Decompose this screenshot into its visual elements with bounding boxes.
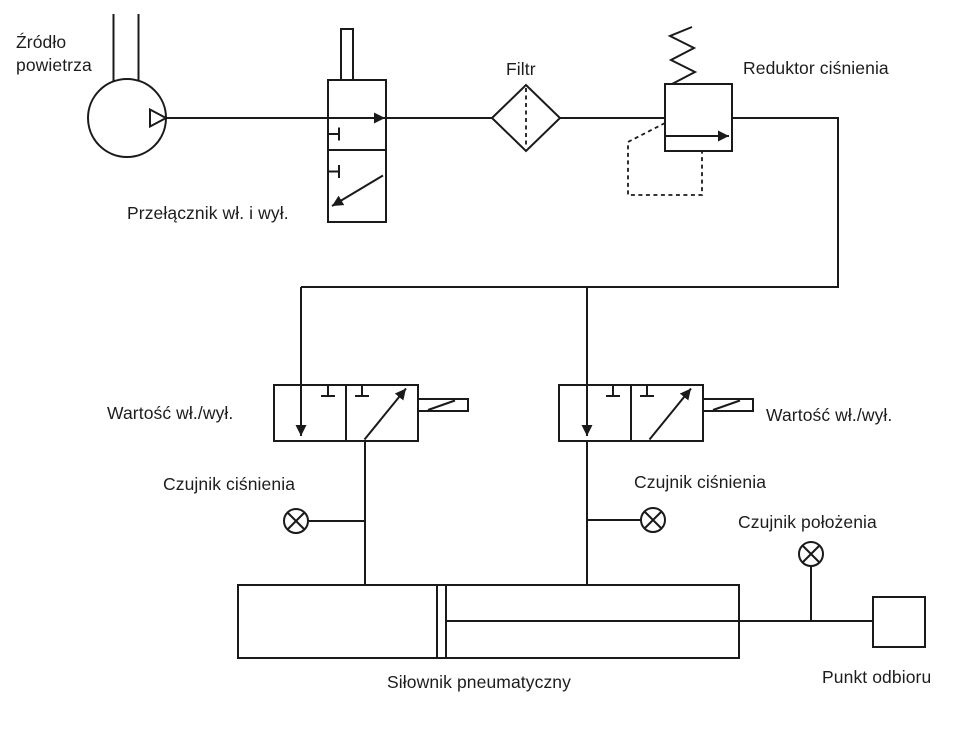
label-valve-right: Wartość wł./wył. [766, 405, 893, 425]
valve-right-symbol [558, 384, 754, 442]
air-source-symbol [87, 14, 169, 158]
label-air-source: Źródło powietrza [16, 32, 92, 75]
label-cylinder: Siłownik pneumatyczny [387, 672, 571, 692]
label-position-sensor: Czujnik położenia [738, 512, 877, 532]
label-pressure-sensor-left: Czujnik ciśnienia [163, 474, 296, 494]
supply-manifold-line [301, 117, 839, 288]
pressure-reducer-symbol [627, 26, 733, 196]
position-sensor-icon [798, 541, 824, 621]
cylinder-symbol [237, 584, 873, 659]
pickup-point-symbol [872, 596, 926, 648]
valve-left-symbol [273, 384, 469, 442]
pressure-sensor-right-icon [587, 507, 666, 533]
label-filter: Filtr [506, 59, 536, 79]
label-pressure-sensor-right: Czujnik ciśnienia [634, 472, 767, 492]
label-pressure-reducer: Reduktor ciśnienia [743, 58, 889, 78]
pressure-sensor-left-icon [283, 508, 365, 534]
on-off-switch-valve-symbol [327, 28, 387, 223]
filter-symbol [490, 83, 562, 153]
label-valve-left: Wartość wł./wył. [107, 403, 234, 423]
label-on-off-switch: Przełącznik wł. i wył. [127, 203, 289, 223]
label-pickup-point: Punkt odbioru [822, 667, 932, 687]
